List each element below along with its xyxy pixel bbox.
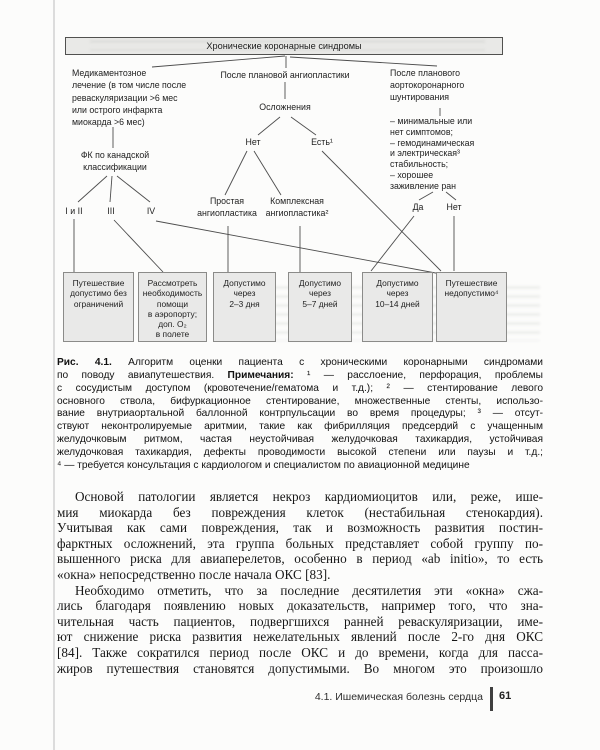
caption-line: желудочковым ритмом, частая неустойчивая… [57,434,543,446]
figure-label: Рис. 4.1. [57,357,112,368]
node-fk-canadian: ФК по канадской классификации [80,150,150,172]
node-medical-therapy: Медикаментозное лечение (в том числе пос… [72,68,187,128]
connector-complications-to-no [257,116,281,136]
caption-line: ствуют неконтролируемые аритмии, такие к… [57,421,543,433]
connector-no-to-simple [224,150,248,196]
body-line: фарктных осложнений, эта группа больных … [57,535,543,551]
connector-yes-to-box6 [321,150,442,272]
outcome-box-2-3-days: Допустимо через 2–3 дня [213,272,276,342]
node-cabg-no: Нет [446,202,462,212]
flowchart-title-box: Хронические коронарные синдромы [65,37,503,55]
footer-divider-bar [490,687,493,711]
body-line: лись благодаря появлению новых доказател… [57,598,543,614]
node-complications-no: Нет [245,137,261,147]
footer-page-number: 61 [499,690,512,702]
bleed-through-artifact [90,40,485,51]
node-class-3: III [107,206,115,216]
connector-complications-to-yes [290,116,317,136]
body-line: вышенного риска для авиаперелетов, особе… [57,551,543,567]
body-line: ют снижение риска развития нежелательных… [57,629,543,645]
node-post-pci: После плановой ангиопластики [220,70,350,80]
node-cabg-criteria: – минимальные или нет симптомов; – гемод… [390,116,475,191]
body-line: [84]. Также сократился период после ОКС … [57,644,543,660]
caption-line: ⁴ — требуется консультация с кардиологом… [57,459,470,471]
connector-criteria-to-yes [418,191,434,201]
caption-text: Алгоритм оценки пациента с хроническими … [111,357,543,368]
notes-label: Примечания: [227,369,294,381]
body-line: «окна» непосредственно после начала ОКС … [57,566,331,582]
caption-line: вание внутриаортальной баллонной контрпу… [57,408,543,420]
body-line: Необходимо отметить, что за последние де… [75,582,543,598]
caption-line: по поводу авиапутешествия. Примечания: ¹… [57,370,543,383]
paragraph: Необходимо отметить, что за последние де… [57,583,543,677]
body-line: Основой патологии является некроз кардио… [75,489,543,504]
figure-caption: Рис. 4.1. Алгоритм оценки пациента с хро… [57,357,543,473]
connector-title-to-cabg [289,56,438,67]
caption-line: с сосудистым доступом (кровотечение/гема… [57,382,543,394]
node-simple-angioplasty: Простая ангиопластика [197,196,257,218]
scan-gutter-line [53,0,55,750]
node-complications: Осложнения [259,102,311,112]
connector-class3-to-box2 [113,219,164,273]
node-class-1-2: I и II [65,206,83,216]
outcome-box-travel-unrestricted: Путешествие допустимо без ограничений [63,272,134,342]
connector-fk-to-class12 [77,175,108,203]
caption-line: Рис. 4.1. Алгоритм оценки пациента с хро… [57,357,543,370]
node-complications-yes: Есть¹ [311,137,333,147]
caption-text: ¹ — расслоение, перфорация, проблемы [293,369,543,381]
connector-no-to-complex [253,150,282,196]
node-class-4: IV [146,206,156,216]
outcome-box-airport-assistance: Рассмотреть необходимость помощи в аэроп… [138,272,207,342]
connector-title-to-left [151,55,286,68]
outcome-box-10-14-days: Допустимо через 10–14 дней [362,272,433,342]
body-line: Учитывая как сами повреждения, так и воз… [57,520,543,536]
caption-line: основного ствола, бифуркационное стентир… [57,395,543,407]
caption-line: желудочковая тахикардия, дефекты проводи… [57,446,543,458]
node-complex-angioplasty: Комплексная ангиопластика² [265,196,329,218]
outcome-box-travel-not-allowed: Путешествие недопустимо⁴ [436,272,507,342]
paragraph: Основой патологии является некроз кардио… [57,489,543,583]
connector-criteria-to-no [445,191,457,201]
node-post-cabg: После планового аортокоронарного шунтиро… [390,68,465,103]
node-cabg-yes: Да [412,202,424,212]
connector-fk-to-class4 [116,175,151,203]
footer-section-label: 4.1. Ишемическая болезнь сердца [314,691,483,703]
outcome-box-5-7-days: Допустимо через 5–7 дней [288,272,352,342]
connector-yes-to-box5 [370,215,415,272]
caption-text: по поводу авиапутешествия. [57,369,228,381]
body-line: жиров путешествия становятся допустимыми… [57,660,543,676]
body-text: Основой патологии является некроз кардио… [57,489,543,676]
body-line: чительная часть пациентов, подвергшихся … [57,613,543,629]
connector-fk-to-class3 [109,175,113,203]
connector-class4-to-box6 [155,220,442,275]
body-line: мия миокарда без повреждения клеток (нес… [57,504,543,520]
